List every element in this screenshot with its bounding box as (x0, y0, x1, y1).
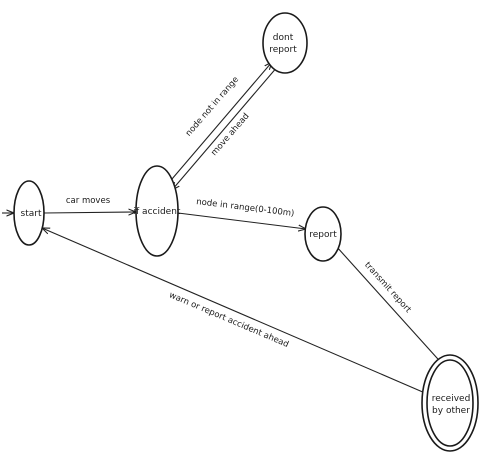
state-if-accident (135, 165, 179, 257)
edge-car-moves (43, 212, 136, 213)
state-start-label: start (21, 209, 42, 219)
state-if-accident-label: if accident (134, 207, 181, 217)
state-received-inner-ring (426, 359, 474, 447)
edge-node-not-in-range (165, 62, 272, 187)
state-dont-report (262, 12, 308, 74)
label-car-moves: car moves (66, 196, 111, 206)
state-received-label-2: by other (432, 406, 470, 416)
label-transmit-report: transmit report (362, 260, 413, 315)
state-start (13, 180, 45, 246)
state-dont-report-label-1: dont (273, 33, 294, 43)
label-warn-or-report: warn or report accident ahead (167, 290, 290, 350)
state-received-label-1: received (432, 394, 471, 404)
state-report (304, 206, 342, 262)
edge-move-ahead (172, 65, 279, 190)
label-move-ahead: move ahead (209, 111, 251, 157)
label-node-in-range: node in range(0-100m) (196, 197, 295, 219)
edge-transmit-report (335, 245, 446, 368)
edge-node-in-range (177, 212, 306, 229)
state-dont-report-label-2: report (269, 45, 297, 55)
edge-warn-or-report (42, 228, 433, 397)
state-report-label: report (309, 230, 337, 240)
